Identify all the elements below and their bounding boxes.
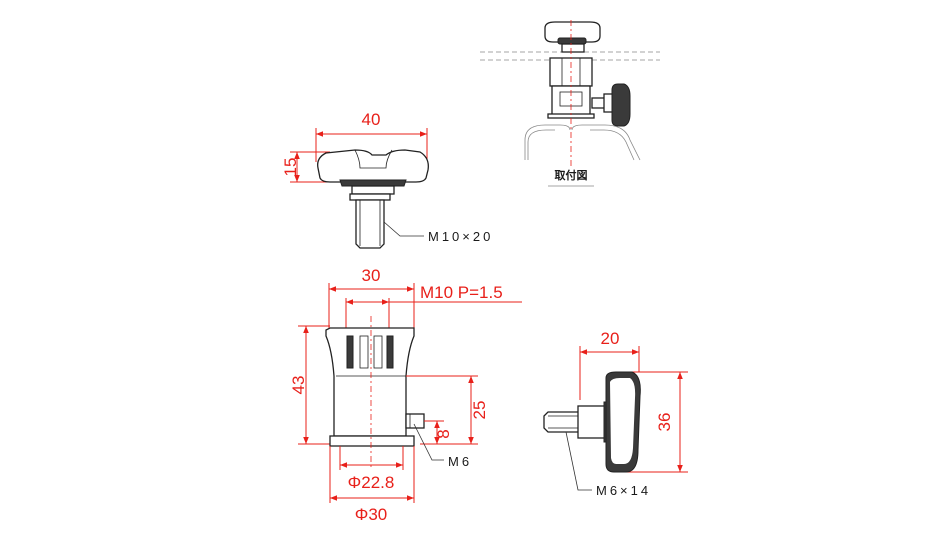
dim-knob-width: 40 [362, 110, 381, 129]
mounting-caption: 取付図 [555, 168, 588, 182]
dim-lower-height: 25 [470, 401, 489, 420]
dim-thread-spec: M10 P=1.5 [420, 283, 503, 302]
mounting-view: 取付図 [480, 20, 660, 187]
dim-knob-height: 15 [281, 158, 300, 177]
note-pin: M6 [448, 454, 472, 469]
dim-inner-dia: Φ22.8 [348, 473, 395, 492]
dim-body-width: 30 [362, 266, 381, 285]
dim-body-height: 43 [289, 376, 308, 395]
side-knob-view: 20 36 M6×14 [543, 329, 688, 498]
body-view: 30 M10 P=1.5 43 25 8 M6 [289, 266, 522, 524]
dim-side-width: 20 [601, 329, 620, 348]
dim-pin-offset: 8 [434, 429, 453, 438]
dim-side-height: 36 [655, 413, 674, 432]
note-side-bolt: M6×14 [596, 483, 651, 498]
knob-view: 40 15 M10×20 [281, 110, 493, 249]
dim-outer-dia: Φ30 [355, 505, 387, 524]
note-top-bolt: M10×20 [428, 229, 493, 244]
